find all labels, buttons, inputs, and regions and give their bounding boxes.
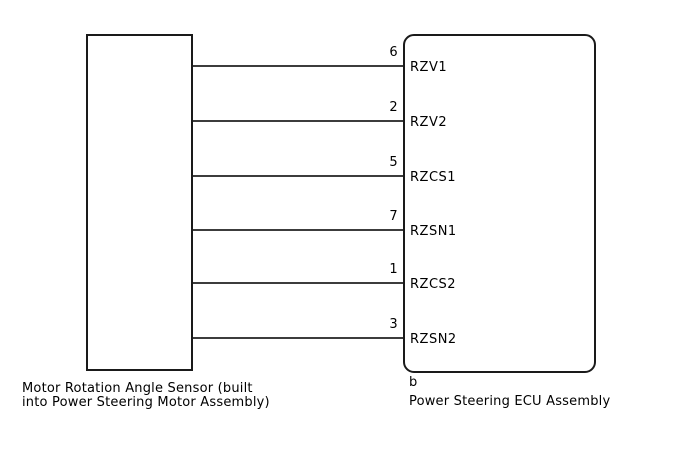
sensor-caption-line2: into Power Steering Motor Assembly): [22, 395, 270, 410]
pin-number: 3: [389, 317, 398, 332]
power-steering-ecu-box: [403, 34, 596, 373]
pin-number: 1: [389, 262, 398, 277]
signal-label: RZSN2: [410, 332, 457, 347]
signal-label: RZCS2: [410, 277, 457, 292]
wire-line: [193, 337, 403, 339]
signal-label: RZCS1: [410, 170, 457, 185]
pin-number: 2: [389, 100, 398, 115]
ecu-connector-id: b: [409, 375, 418, 390]
ecu-caption: Power Steering ECU Assembly: [409, 394, 611, 409]
signal-label: RZV1: [410, 60, 448, 75]
wire-line: [193, 282, 403, 284]
wire-line: [193, 120, 403, 122]
pin-number: 7: [389, 209, 398, 224]
wire-line: [193, 229, 403, 231]
wire-line: [193, 65, 403, 67]
sensor-caption: Motor Rotation Angle Sensor (built into …: [22, 382, 270, 410]
signal-label: RZV2: [410, 115, 448, 130]
pin-number: 5: [389, 155, 398, 170]
motor-rotation-angle-sensor-box: [86, 34, 193, 371]
sensor-caption-line1: Motor Rotation Angle Sensor (built: [22, 381, 253, 396]
wire-line: [193, 175, 403, 177]
signal-label: RZSN1: [410, 224, 457, 239]
pin-number: 6: [389, 45, 398, 60]
